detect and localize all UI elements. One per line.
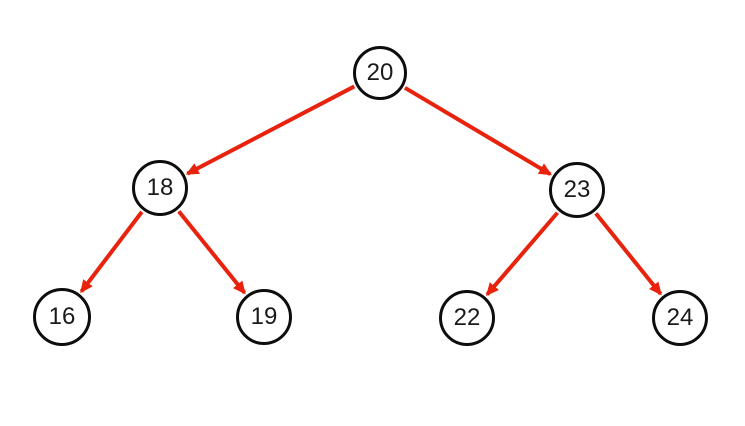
tree-edge-arrow-20-to-23	[403, 86, 553, 176]
tree-edge-arrow-23-to-22	[485, 211, 559, 297]
tree-node-label: 20	[366, 59, 394, 86]
tree-edge-arrow-20-to-18	[185, 84, 356, 176]
tree-node-label: 24	[666, 304, 694, 331]
tree-edge-arrow-23-to-24	[594, 212, 663, 296]
tree-node-23: 23	[549, 162, 605, 218]
tree-edge-arrow-18-to-19	[177, 210, 247, 295]
tree-node-label: 18	[146, 174, 174, 201]
tree-node-22: 22	[439, 290, 495, 346]
tree-node-18: 18	[132, 160, 188, 216]
tree-node-label: 23	[563, 176, 591, 203]
tree-node-19: 19	[236, 289, 292, 345]
tree-node-label: 16	[48, 303, 76, 330]
tree-edge-arrow-18-to-16	[79, 210, 144, 294]
tree-node-label: 19	[250, 303, 278, 330]
tree-node-16: 16	[33, 288, 91, 346]
tree-node-20: 20	[353, 46, 407, 100]
tree-node-label: 22	[453, 304, 481, 331]
tree-node-24: 24	[652, 290, 708, 346]
